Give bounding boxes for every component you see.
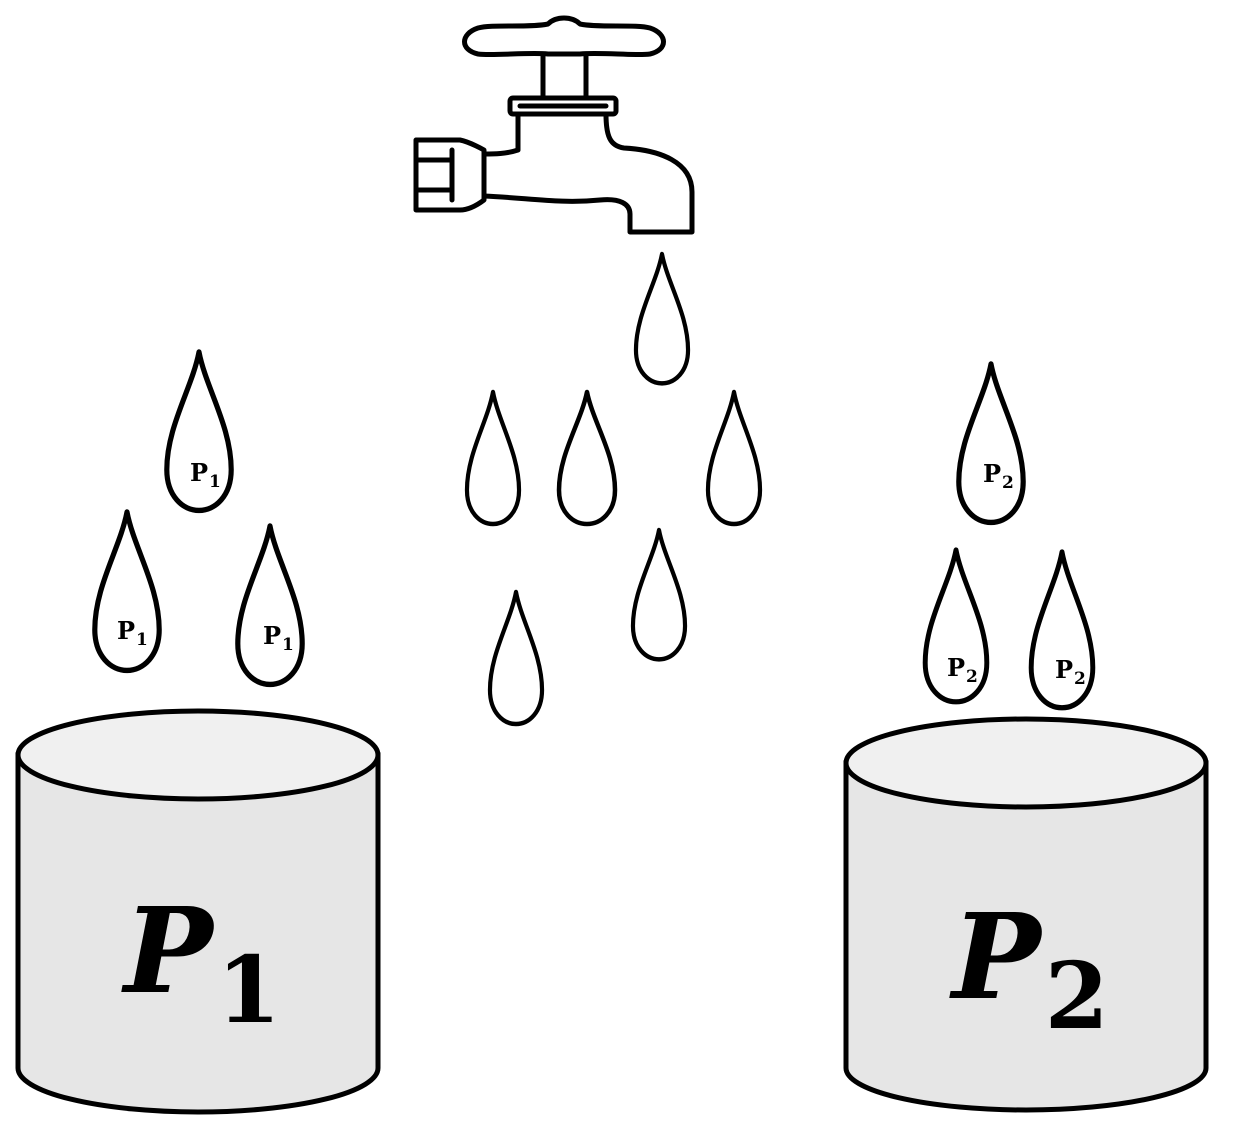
falling-drops <box>467 254 760 724</box>
svg-text:P2: P2 <box>983 459 1014 493</box>
drop-label-text: P <box>263 621 281 650</box>
drop-label-text: P <box>947 653 965 682</box>
bucket-rim <box>843 716 1209 810</box>
water-drop-icon <box>559 392 615 524</box>
p1-drop: P1 <box>167 352 231 510</box>
bucket-label-text: P <box>121 881 216 1020</box>
svg-text:P2: P2 <box>947 653 978 687</box>
water-drop-icon <box>959 364 1023 522</box>
svg-text:P1: P1 <box>117 616 148 650</box>
bucket-label-sub: 1 <box>217 936 281 1044</box>
p2-drop: P2 <box>959 364 1023 522</box>
svg-text:P1: P1 <box>121 881 281 1044</box>
svg-text:P2: P2 <box>949 887 1109 1050</box>
drop-label-text: P <box>190 458 208 487</box>
svg-text:P1: P1 <box>263 621 294 655</box>
drop-label-sub: 1 <box>209 472 221 492</box>
drop-label-text: P <box>983 459 1001 488</box>
svg-text:P2: P2 <box>1055 655 1086 689</box>
drop-label-sub: 2 <box>1074 669 1086 689</box>
bucket-p2: P2 <box>843 716 1209 1113</box>
water-drop-icon <box>636 254 688 383</box>
drop-label-sub: 2 <box>1002 473 1014 493</box>
svg-text:P1: P1 <box>190 458 221 492</box>
water-drop-icon <box>633 530 685 659</box>
faucet-icon <box>413 15 695 235</box>
p2-drop: P2 <box>925 550 987 702</box>
water-drop-icon <box>95 512 159 670</box>
bucket-icon <box>15 752 381 1115</box>
bucket-icon <box>843 760 1209 1113</box>
bucket-p1: P1 <box>15 708 381 1115</box>
drop-label-text: P <box>1055 655 1073 684</box>
p1-drops: P1 P1 P1 <box>95 352 302 684</box>
water-drop-icon <box>467 392 519 524</box>
bucket-label-text: P <box>949 887 1044 1026</box>
p1-drop: P1 <box>238 526 302 684</box>
bucket-rim <box>15 708 381 802</box>
p2-drop: P2 <box>1031 552 1093 708</box>
drop-label-sub: 1 <box>136 630 148 650</box>
water-drop-icon <box>708 392 760 524</box>
drop-label-sub: 2 <box>966 667 978 687</box>
drop-label-text: P <box>117 616 135 645</box>
drop-label-sub: 1 <box>282 635 294 655</box>
bucket-label-sub: 2 <box>1045 942 1109 1050</box>
p2-drops: P2 P2 P2 <box>925 364 1093 708</box>
water-drop-icon <box>238 526 302 684</box>
p1-drop: P1 <box>95 512 159 670</box>
water-drop-icon <box>490 592 542 724</box>
